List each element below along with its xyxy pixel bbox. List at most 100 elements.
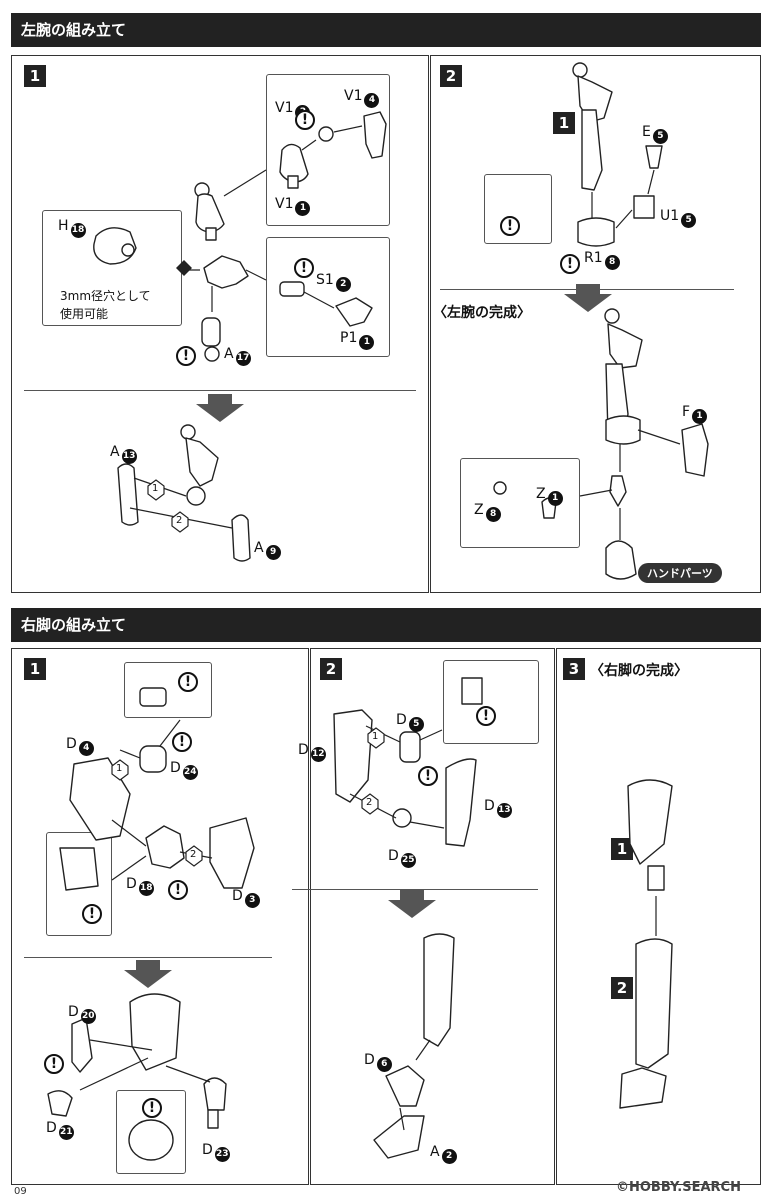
step-number: 1 — [24, 658, 46, 680]
divider — [24, 390, 416, 391]
section-title: 左腕の組み立て — [21, 21, 127, 39]
section-title: 右脚の組み立て — [21, 616, 127, 634]
part-d25 — [392, 808, 412, 828]
part-s1 — [279, 281, 305, 297]
step-ref: 1 — [611, 838, 633, 860]
part-completed-right-leg — [619, 779, 673, 1109]
order-label: 1 — [372, 731, 379, 742]
part-arm-top — [572, 62, 613, 191]
step-ref: 2 — [611, 977, 633, 999]
order-hexagons — [111, 479, 385, 867]
hand-parts-badge: ハンドパーツ — [638, 563, 722, 583]
part-thigh — [129, 993, 181, 1071]
part-d12 — [333, 709, 373, 803]
caution-icon: ! — [142, 1098, 162, 1118]
part-upper-arm — [194, 182, 225, 241]
order-label: 2 — [176, 515, 183, 526]
order-label: 1 — [152, 483, 159, 494]
part-d4 — [69, 757, 131, 841]
detail-box-s1 — [266, 237, 390, 357]
detail-box-d24 — [124, 662, 212, 718]
guide-lines — [79, 125, 681, 1131]
caution-icon: ! — [476, 706, 496, 726]
step-number: 2 — [440, 65, 462, 87]
part-d21 — [47, 1090, 73, 1117]
part-p1 — [335, 297, 373, 327]
step-number: 1 — [24, 65, 46, 87]
part-r1 — [577, 217, 615, 247]
part-d20 — [71, 1017, 93, 1073]
watermark: ©HOBBY.SEARCH — [616, 1180, 741, 1195]
divider — [24, 957, 272, 958]
section-header-left-arm: 左腕の組み立て — [11, 13, 761, 47]
part-h18 — [93, 227, 137, 265]
part-d24-detail — [139, 687, 167, 707]
left-arm-complete-title: 〈左腕の完成〉 — [433, 305, 531, 321]
caution-icon: ! — [560, 254, 580, 274]
part-v1-1 — [279, 143, 309, 189]
caution-icon: ! — [168, 880, 188, 900]
order-label: 1 — [116, 763, 123, 774]
page-number: 09 — [14, 1186, 27, 1197]
part-d21-detail — [128, 1119, 174, 1161]
note-3mm-hole: 3mm径穴として使用可能 — [60, 289, 151, 321]
order-label: 2 — [366, 797, 373, 808]
step-number: 2 — [320, 658, 342, 680]
part-e5 — [645, 145, 663, 169]
part-a13 — [117, 463, 139, 526]
step-number: 3 — [563, 658, 585, 680]
part-d18-detail — [59, 847, 99, 891]
part-v1-2 — [318, 126, 334, 142]
part-a17 — [201, 317, 221, 362]
step-ref: 1 — [553, 112, 575, 134]
part-leg-assembled — [373, 933, 455, 1159]
part-v1-4 — [363, 111, 387, 159]
caution-icon: ! — [82, 904, 102, 924]
part-d24 — [139, 745, 167, 773]
part-d18 — [145, 825, 185, 869]
caution-icon: ! — [500, 216, 520, 236]
caution-icon: ! — [294, 258, 314, 278]
section-header-right-leg: 右脚の組み立て — [11, 608, 761, 642]
order-label: 2 — [190, 849, 197, 860]
flow-arrows — [124, 284, 612, 988]
caution-icon: ! — [178, 672, 198, 692]
caution-icon: ! — [418, 766, 438, 786]
detail-box-d5 — [443, 660, 539, 744]
part-elbow-joint — [203, 255, 249, 289]
detail-box-r1 — [484, 174, 552, 244]
part-d5-detail — [461, 677, 483, 705]
divider — [292, 889, 538, 890]
part-f1 — [681, 423, 709, 477]
caution-icon: ! — [44, 1054, 64, 1074]
caution-icon: ! — [176, 346, 196, 366]
part-a9 — [231, 514, 251, 562]
symbol-diamond — [176, 260, 192, 276]
part-d3 — [209, 817, 255, 889]
right-leg-complete-title: 〈右脚の完成〉 — [590, 663, 688, 679]
